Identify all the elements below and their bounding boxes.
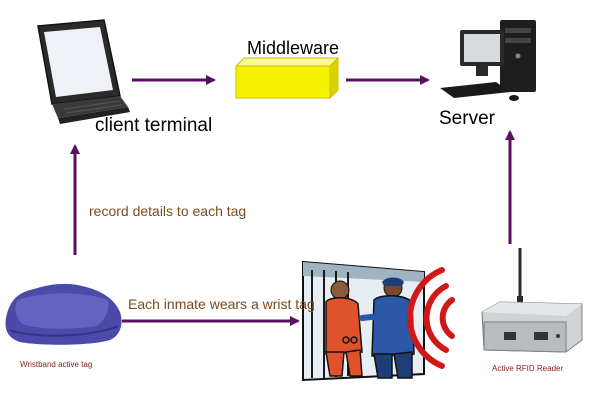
- client-terminal-label: client terminal: [95, 115, 213, 136]
- rfid-reader-icon: [481, 248, 583, 353]
- signal-waves-icon: [407, 267, 455, 369]
- middleware-box: [234, 56, 340, 100]
- desktop-computer-icon: [440, 20, 536, 101]
- wristband-tag-label: Wristband active tag: [20, 360, 93, 369]
- laptop-icon: [37, 19, 130, 124]
- inmates-escort-illustration: [302, 260, 425, 382]
- server-label: Server: [439, 108, 495, 129]
- inmate-wears-tag-label: Each inmate wears a wrist tag: [128, 296, 315, 312]
- record-details-label: record details to each tag: [89, 203, 247, 219]
- rfid-reader-label: Active RFID Reader: [492, 364, 564, 373]
- middleware-label: Middleware: [247, 38, 340, 58]
- wristband-tag-icon: [5, 283, 122, 345]
